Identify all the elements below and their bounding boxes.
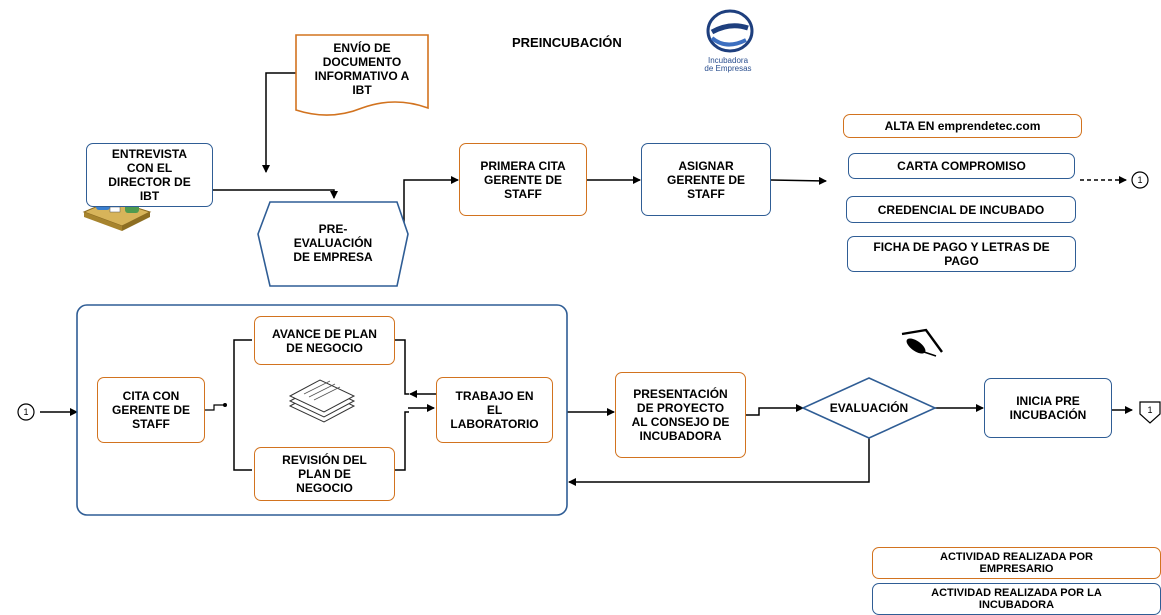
logo-text: Incubadora de Empresas	[704, 56, 752, 73]
hexagon-shape	[257, 201, 409, 287]
connector-out-circle	[1131, 171, 1149, 189]
document-shape	[295, 34, 429, 116]
inicia-pre-box: INICIA PRE INCUBACIÓN	[984, 378, 1112, 438]
loop-right-bottom	[395, 411, 409, 471]
primera-cita-box: PRIMERA CITA GERENTE DE STAFF	[459, 143, 587, 216]
envio-documento-label: ENVÍO DE DOCUMENTO INFORMATIVO A IBT	[314, 41, 410, 97]
alta-box: ALTA EN emprendetec.com	[843, 114, 1082, 138]
evaluacion-label: EVALUACIÓN	[829, 401, 909, 415]
arrow-asignar-to-docs	[770, 176, 827, 185]
cita-connector-line	[205, 404, 224, 411]
cita-gerente-box: CITA CON GERENTE DE STAFF	[97, 377, 205, 443]
credencial-box: CREDENCIAL DE INCUBADO	[846, 196, 1076, 223]
process-container	[76, 304, 568, 516]
avance-plan-box: AVANCE DE PLAN DE NEGOCIO	[254, 316, 395, 365]
entrevista-box: ENTREVISTA CON EL DIRECTOR DE IBT	[86, 143, 213, 207]
arrow-doc-to-entrevista	[262, 72, 296, 173]
connector-in-circle	[17, 403, 35, 421]
arrow-entrevista-to-preeval	[213, 189, 338, 199]
arrow-eval-back	[568, 438, 870, 486]
carta-box: CARTA COMPROMISO	[848, 153, 1075, 179]
revision-plan-box: REVISIÓN DEL PLAN DE NEGOCIO	[254, 447, 395, 501]
flowchart-canvas: PREINCUBACIÓN Incubadora de Empresas ENV…	[17, 9, 1161, 615]
arrow-to-evaluacion	[746, 404, 804, 416]
pen-icon	[901, 328, 943, 357]
asignar-gerente-box: ASIGNAR GERENTE DE STAFF	[641, 143, 771, 216]
connector-offpage-shape	[1139, 401, 1161, 424]
trabajo-laboratorio-box: TRABAJO EN EL LABORATORIO	[436, 377, 553, 443]
loop-right-top	[395, 339, 409, 395]
connector-out-label: 1	[1137, 175, 1143, 185]
page-title: PREINCUBACIÓN	[512, 35, 622, 50]
connector-in-label: 1	[23, 407, 29, 417]
loop-left-line	[233, 339, 252, 471]
legend-incubadora: ACTIVIDAD REALIZADA POR LA INCUBADORA	[872, 583, 1161, 615]
diamond-shape	[801, 377, 937, 439]
documents-icon	[288, 379, 356, 423]
arrow-preeval-to-cita	[403, 176, 459, 232]
presentacion-box: PRESENTACIÓN DE PROYECTO AL CONSEJO DE I…	[615, 372, 746, 458]
pre-evaluacion-label: PRE- EVALUACIÓN DE EMPRESA	[293, 222, 373, 264]
logo-icon	[706, 9, 754, 53]
connector-end-label: 1	[1147, 405, 1153, 415]
flowchart-lines	[17, 9, 1161, 516]
ficha-box: FICHA DE PAGO Y LETRAS DE PAGO	[847, 236, 1076, 272]
legend-empresario: ACTIVIDAD REALIZADA POR EMPRESARIO	[872, 547, 1161, 579]
